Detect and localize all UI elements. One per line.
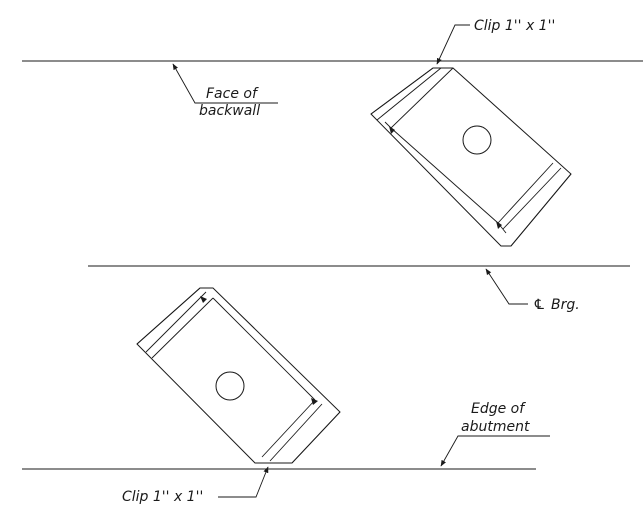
centerline-symbol: ℄ — [533, 297, 546, 313]
upper-anchor-hole — [462, 125, 492, 155]
centerline-bearing-label: Brg. — [551, 297, 580, 313]
top-clip-leader — [436, 24, 470, 65]
upper-bearing-plate — [370, 67, 572, 247]
edge-of-abutment-leader — [440, 435, 550, 467]
lower-anchor-hole — [215, 371, 245, 401]
face-of-backwall-label-line1: Face of — [206, 86, 259, 102]
edge-of-abutment-label-line2: abutment — [461, 419, 530, 435]
lower-bearing-plate — [136, 287, 341, 464]
face-of-backwall-label-line2: backwall — [199, 103, 260, 119]
centerline-bearing-leader — [485, 268, 528, 305]
bottom-clip-leader — [218, 466, 269, 498]
top-clip-label: Clip 1'' x 1'' — [474, 18, 555, 34]
face-of-backwall-leader — [172, 63, 278, 104]
edge-of-abutment-label-line1: Edge of — [471, 401, 526, 417]
bottom-clip-label: Clip 1'' x 1'' — [122, 489, 203, 505]
